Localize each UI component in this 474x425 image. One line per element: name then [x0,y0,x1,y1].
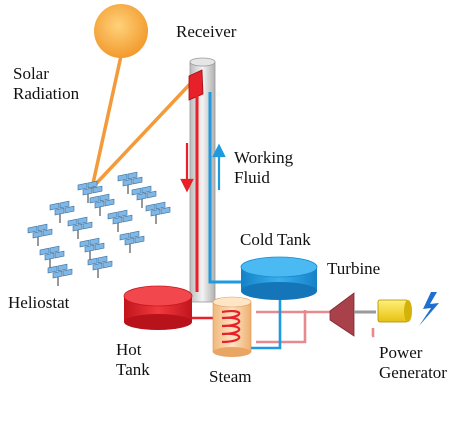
power-generator-label: Power Generator [379,343,447,383]
heliostat-field [27,171,171,286]
heliostat-mirror [145,201,171,224]
receiver-label: Receiver [176,22,237,41]
hot-tank-label: Hot Tank [116,340,150,380]
power-generator-label-line2: Generator [379,363,447,383]
power-generator-label-line1: Power [379,343,423,362]
heliostat-mirror [47,263,73,286]
power-generator [377,299,412,323]
cold-tank-label: Cold Tank [240,230,311,249]
working-fluid-label-line2: Fluid [234,168,270,188]
sun [94,4,148,58]
hot-tank-label-line2: Tank [116,360,150,380]
upflow-arrow [212,143,226,190]
turbine [329,292,355,337]
heliostat-mirror [77,180,103,203]
heliostat-mirror [27,223,53,246]
lightning-icon [419,292,439,326]
steam-loop-pipes [256,310,375,344]
heliostat-mirror [107,209,133,232]
solar-radiation-label-line1: Solar [13,64,49,83]
heliostat-label: Heliostat [8,293,70,312]
heliostat-mirror [67,216,93,239]
heliostat-mirror [87,255,113,278]
hot-tank-label-line1: Hot [116,340,142,359]
heliostat-mirror [79,237,105,260]
turbine-label: Turbine [327,259,381,278]
steam-label: Steam [209,367,252,386]
steam-generator [212,296,252,357]
solar-radiation-label: Solar Radiation [13,64,79,104]
cold-tank [240,256,318,300]
working-fluid-label-line1: Working [234,148,294,167]
downflow-arrow [180,143,194,193]
heliostat-mirror [131,185,157,208]
heliostat-mirror [119,230,145,253]
solar-radiation-label-line2: Radiation [13,84,80,104]
steam-to-cold-pipe [250,296,282,350]
heliostat-mirror [39,245,65,268]
cold-fluid-pipe [208,92,248,284]
heliostat-mirror [49,200,75,223]
solar-rays [90,55,192,190]
receiver [188,69,204,101]
heliostat-mirror [89,193,115,216]
working-fluid-label: Working Fluid [234,148,293,188]
hot-tank [123,285,193,330]
steam-coil [221,310,241,344]
heliostat-mirror [117,171,143,194]
